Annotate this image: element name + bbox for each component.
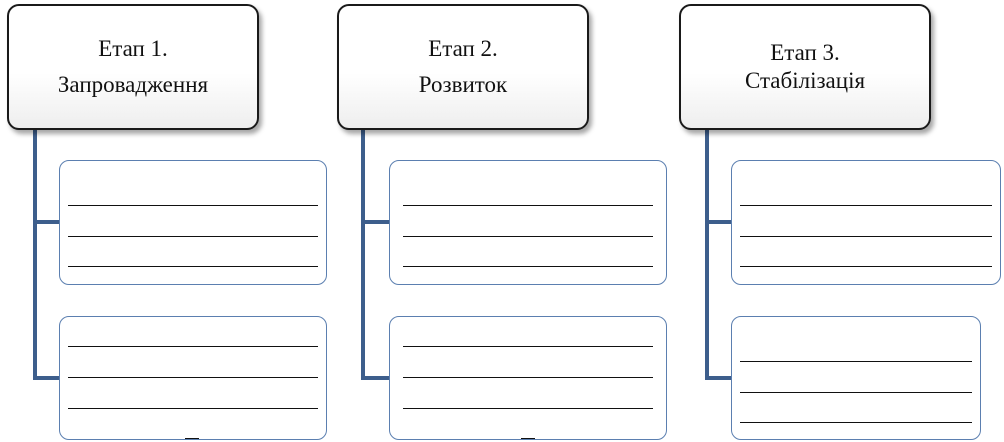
blank-line: [403, 205, 653, 206]
stage-1-title: Етап 1.: [98, 36, 168, 61]
blank-line: [68, 377, 318, 378]
stage-2-title: Етап 2.: [428, 36, 498, 61]
blank-line: [403, 346, 653, 347]
connector-stage-1: [33, 126, 62, 380]
blank-line: [403, 408, 653, 409]
connector-stage-3: [705, 126, 734, 380]
stage-2-subtitle: Розвиток: [418, 72, 508, 97]
blank-line: [740, 266, 992, 267]
blank-dash: [521, 438, 535, 439]
blank-line: [403, 236, 653, 237]
stage-3-title: Етап 3.: [770, 40, 840, 65]
stage-3-box-2: [731, 316, 981, 440]
stage-1-header: Етап 1. Запровадження: [7, 4, 259, 130]
blank-line: [740, 392, 972, 393]
stage-3-box-1: [731, 160, 1001, 285]
blank-line: [740, 361, 972, 362]
connector-stage-2: [361, 126, 392, 380]
blank-line: [68, 408, 318, 409]
blank-line: [68, 205, 318, 206]
stage-1-subtitle: Запровадження: [57, 72, 209, 97]
blank-line: [740, 422, 972, 423]
blank-line: [68, 266, 318, 267]
blank-line: [403, 266, 653, 267]
stage-2-box-2: [389, 316, 667, 440]
blank-line: [740, 205, 992, 206]
stage-3-subtitle: Стабілізація: [744, 68, 866, 93]
stage-1-box-1: [59, 160, 327, 285]
blank-dash: [185, 438, 199, 439]
blank-line: [740, 236, 992, 237]
blank-line: [68, 346, 318, 347]
stage-2-header: Етап 2. Розвиток: [337, 4, 589, 130]
stage-2-box-1: [389, 160, 667, 285]
blank-line: [68, 236, 318, 237]
stage-3-header: Етап 3. Стабілізація: [679, 4, 931, 130]
blank-line: [403, 377, 653, 378]
stage-1-box-2: [59, 316, 327, 440]
